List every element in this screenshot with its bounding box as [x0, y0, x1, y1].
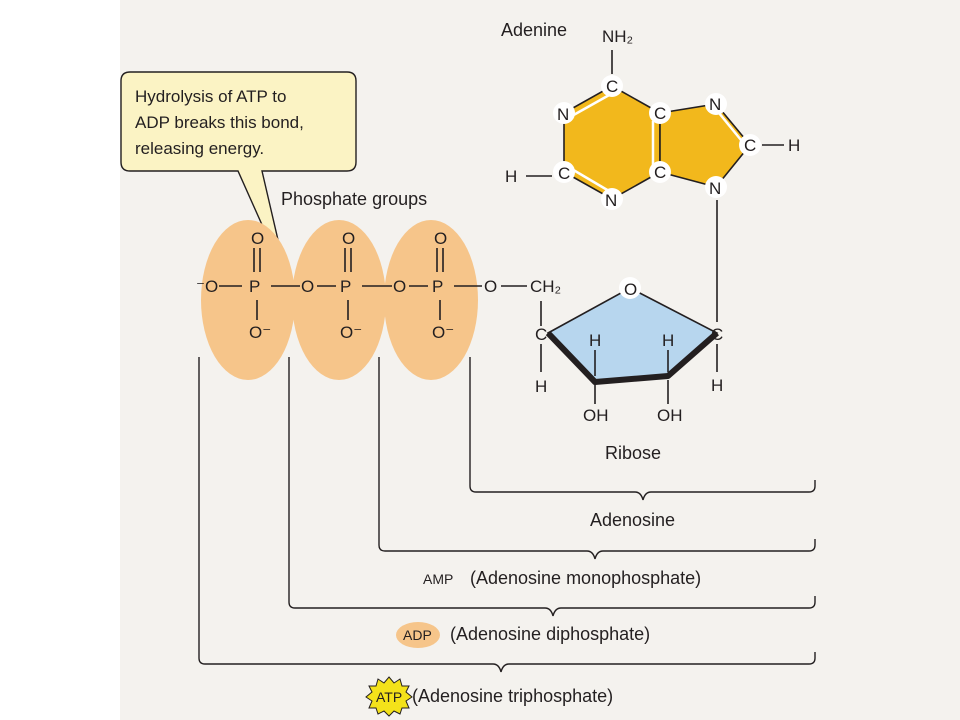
hydrolysis-callout: Hydrolysis of ATP to ADP breaks this bon…: [120, 71, 357, 284]
phosphate-groups-label: Phosphate groups: [281, 189, 427, 209]
adenine-n7: N: [709, 95, 721, 114]
atp-abbr: ATP: [376, 689, 402, 705]
atom-o-2-bottom: O⁻: [340, 323, 362, 342]
ribose-c5: C: [535, 325, 547, 344]
atom-o-1-top: O: [251, 229, 264, 248]
adenine-n9: N: [709, 179, 721, 198]
adenine-c8: C: [744, 136, 756, 155]
phosphate-bonds: [219, 248, 527, 320]
callout-line-1: Hydrolysis of ATP to: [135, 87, 286, 106]
atom-o-3-bottom: O⁻: [432, 323, 454, 342]
phosphate-atoms: ⁻O O P O⁻ O O P O⁻ O O P O⁻ O CH₂: [196, 229, 561, 342]
atom-o-1-bottom: O⁻: [249, 323, 271, 342]
callout-box: [120, 71, 357, 284]
adp-badge: [396, 622, 440, 648]
phosphate-beta: [292, 220, 386, 380]
ribose-ring: O: [545, 277, 719, 385]
atom-o-minus-terminal: ⁻O: [196, 277, 218, 296]
adenosine-label: Adenosine: [590, 510, 675, 530]
ribose-h-right: H: [711, 376, 723, 395]
bracket-atp: [198, 357, 816, 673]
adp-abbr: ADP: [403, 627, 432, 643]
ribose-h-c2: H: [662, 331, 674, 350]
adenine-c2: C: [558, 164, 570, 183]
atom-o-bridge-2: O: [393, 277, 406, 296]
adenine-h2: H: [505, 167, 517, 186]
adenine-n3: N: [605, 191, 617, 210]
ribose-c1: C: [711, 325, 723, 344]
atom-o-bridge-1: O: [301, 277, 314, 296]
adenine-five-ring: [659, 103, 752, 188]
adenine-six-ring: [563, 85, 661, 200]
adenine-nh2: NH₂: [602, 27, 633, 46]
phosphate-groups: [201, 220, 478, 380]
bracket-amp: [378, 357, 816, 560]
bracket-adenosine: [469, 357, 816, 501]
ribose-h-left: H: [535, 377, 547, 396]
atom-p-2: P: [340, 277, 351, 296]
adp-full: (Adenosine diphosphate): [450, 624, 650, 644]
atom-o-3-top: O: [434, 229, 447, 248]
atom-p-3: P: [432, 277, 443, 296]
adenine-base: C C C N C N N C N H H NH₂: [505, 27, 800, 210]
ribose-label: Ribose: [605, 443, 661, 463]
callout-line-3: releasing energy.: [135, 139, 264, 158]
adenine-c5: C: [654, 104, 666, 123]
ribose-h-c3: H: [589, 331, 601, 350]
ribose-o: O: [624, 280, 637, 299]
phosphate-gamma: [201, 220, 295, 380]
amp-full: (Adenosine monophosphate): [470, 568, 701, 588]
adenine-c4: C: [654, 163, 666, 182]
atp-full: (Adenosine triphosphate): [412, 686, 613, 706]
ribose-oh-2: OH: [657, 406, 683, 425]
bracket-adp: [288, 357, 816, 617]
phosphate-alpha: [384, 220, 478, 380]
atom-o-bridge-3: O: [484, 277, 497, 296]
atom-ch2: CH₂: [530, 277, 561, 296]
brackets: [198, 357, 816, 673]
callout-line-2: ADP breaks this bond,: [135, 113, 304, 132]
ribose-oh-3: OH: [583, 406, 609, 425]
ribose-fill: [546, 287, 719, 383]
atom-o-2-top: O: [342, 229, 355, 248]
atom-p-1: P: [249, 277, 260, 296]
amp-abbr: AMP: [423, 571, 453, 587]
ribose-front-edge: [545, 330, 719, 385]
adenine-c6: C: [606, 77, 618, 96]
ribose-o-bg: [619, 277, 641, 299]
adenine-h8: H: [788, 136, 800, 155]
ribose-atoms: C H H H C H OH OH: [535, 325, 723, 425]
ribose-bonds: [540, 200, 718, 404]
adenine-n1: N: [557, 105, 569, 124]
adenine-label: Adenine: [501, 20, 567, 40]
atp-starburst-badge: [365, 676, 413, 717]
